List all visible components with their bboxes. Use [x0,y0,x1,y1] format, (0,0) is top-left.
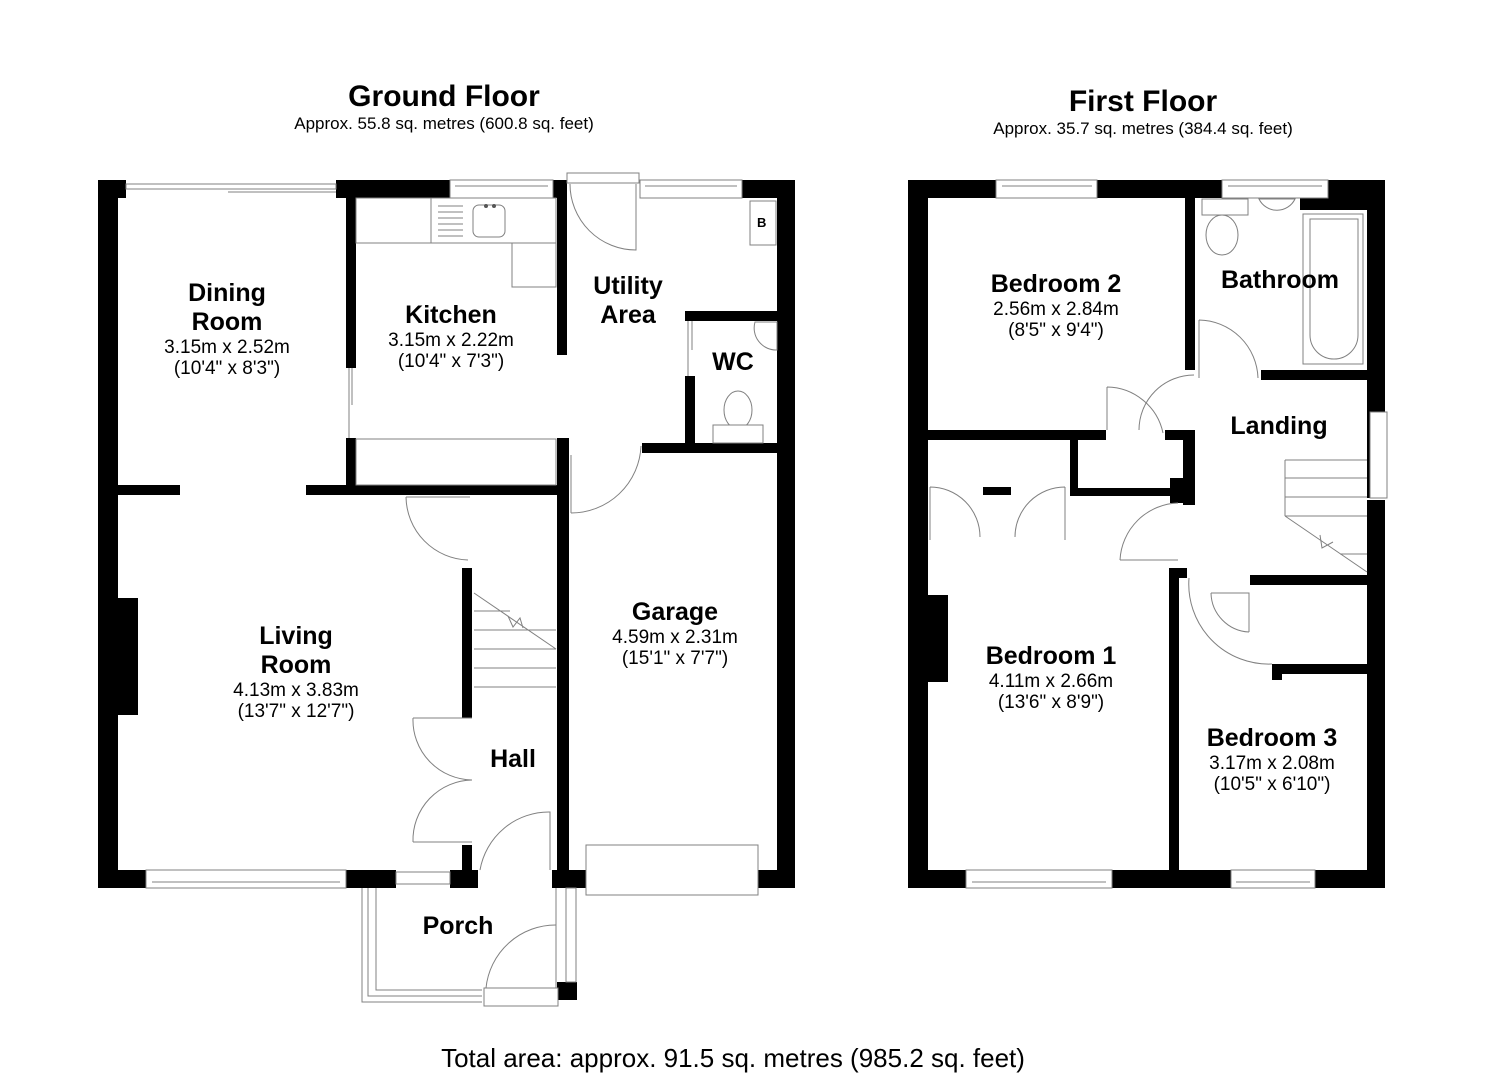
first-floor-fixtures [929,179,1388,889]
room-garage: Garage 4.59m x 2.31m (15'1" x 7'7") [612,598,738,669]
room-metric: 4.13m x 3.83m [233,680,359,701]
room-metric: 3.15m x 2.22m [388,330,514,351]
room-bedroom-2: Bedroom 2 2.56m x 2.84m (8'5" x 9'4") [991,270,1122,341]
total-area: Total area: approx. 91.5 sq. metres (985… [441,1043,1025,1073]
room-name: Hall [490,745,536,773]
boiler-label: B [757,215,767,230]
first-floor-walls [908,180,1385,888]
room-imperial: (10'5" x 6'10") [1213,774,1331,795]
room-name: Garage [631,598,719,626]
room-wc: WC [712,348,754,377]
room-name: Bedroom 1 [985,642,1117,670]
room-imperial: (15'1" x 7'7") [621,648,729,669]
room-imperial: (13'7" x 12'7") [237,701,355,722]
room-name: Utility [593,272,663,300]
room-bedroom-1: Bedroom 1 4.11m x 2.66m (13'6" x 8'9") [986,642,1117,713]
room-metric: 4.11m x 2.66m [988,671,1114,692]
room-name: Area [600,301,656,329]
first-floor-area: Approx. 35.7 sq. metres (384.4 sq. feet) [993,119,1293,138]
room-name: Room [260,651,332,679]
first-floor-heading: First Floor Approx. 35.7 sq. metres (384… [993,85,1293,138]
room-imperial: (10'4" x 7'3") [397,351,505,372]
room-porch: Porch [423,912,494,941]
room-metric: 4.59m x 2.31m [612,627,738,648]
ground-floor-walls [98,180,795,1000]
room-name: Dining [188,279,266,307]
room-name: Landing [1230,412,1328,440]
room-metric: 3.15m x 2.52m [164,337,290,358]
room-name: Bedroom 2 [990,270,1122,298]
room-imperial: (13'6" x 8'9") [997,692,1105,713]
room-imperial: (8'5" x 9'4") [1008,320,1104,341]
room-name: Kitchen [405,301,497,329]
first-floor-title: First Floor [1068,85,1218,118]
room-name: Room [191,308,263,336]
room-metric: 3.17m x 2.08m [1209,753,1335,774]
room-landing: Landing [1230,412,1327,441]
room-name: Bathroom [1220,266,1340,294]
ground-floor-fixtures [125,172,778,1007]
ground-floor-area: Approx. 55.8 sq. metres (600.8 sq. feet) [294,114,594,133]
room-name: Bedroom 3 [1206,724,1338,752]
room-imperial: (10'4" x 8'3") [173,358,281,379]
room-utility-area: Utility Area [593,272,662,330]
room-bedroom-3: Bedroom 3 3.17m x 2.08m (10'5" x 6'10") [1207,724,1338,795]
ground-floor-title: Ground Floor [348,80,540,113]
room-name: Living [259,622,333,650]
ground-floor-heading: Ground Floor Approx. 55.8 sq. metres (60… [294,80,594,133]
room-dining-room: Dining Room 3.15m x 2.52m (10'4" x 8'3") [164,279,290,379]
room-hall: Hall [490,745,536,774]
room-living-room: Living Room 4.13m x 3.83m (13'7" x 12'7"… [233,622,359,722]
room-kitchen: Kitchen 3.15m x 2.22m (10'4" x 7'3") [388,301,514,372]
room-metric: 2.56m x 2.84m [993,299,1119,320]
room-name: WC [712,348,754,376]
room-bathroom: Bathroom [1221,266,1339,295]
room-name: Porch [422,912,494,940]
